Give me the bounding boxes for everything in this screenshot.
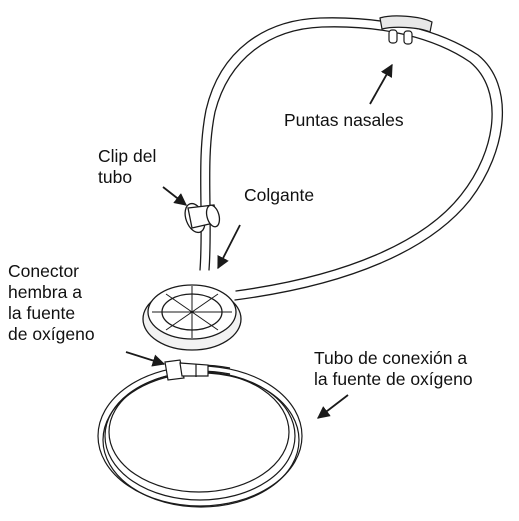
nasal-prongs: [379, 15, 433, 45]
pointer-arrows: [125, 63, 393, 419]
label-conector-hembra: Conector hembra a la fuente de oxígeno: [8, 261, 95, 344]
arrow-conector-hembra: [125, 351, 166, 367]
label-puntas-nasales: Puntas nasales: [284, 110, 404, 130]
female-connector: [164, 359, 209, 381]
oxygen-supply-tubing-coil: [97, 364, 303, 508]
label-clip-del-tubo: Clip del tubo: [98, 146, 157, 187]
arrow-puntas-nasales: [369, 63, 393, 105]
cannula-loop-tubing: [199, 17, 503, 301]
tube-clip: [184, 202, 221, 234]
arrow-clip-del-tubo: [162, 186, 187, 206]
label-colgante: Colgante: [244, 185, 315, 205]
label-tubo-de-conexion: Tubo de conexión a la fuente de oxígeno: [314, 348, 473, 389]
arrow-tubo-conexion: [317, 394, 349, 419]
arrow-colgante: [217, 224, 241, 270]
lariat-slide: [142, 284, 242, 351]
